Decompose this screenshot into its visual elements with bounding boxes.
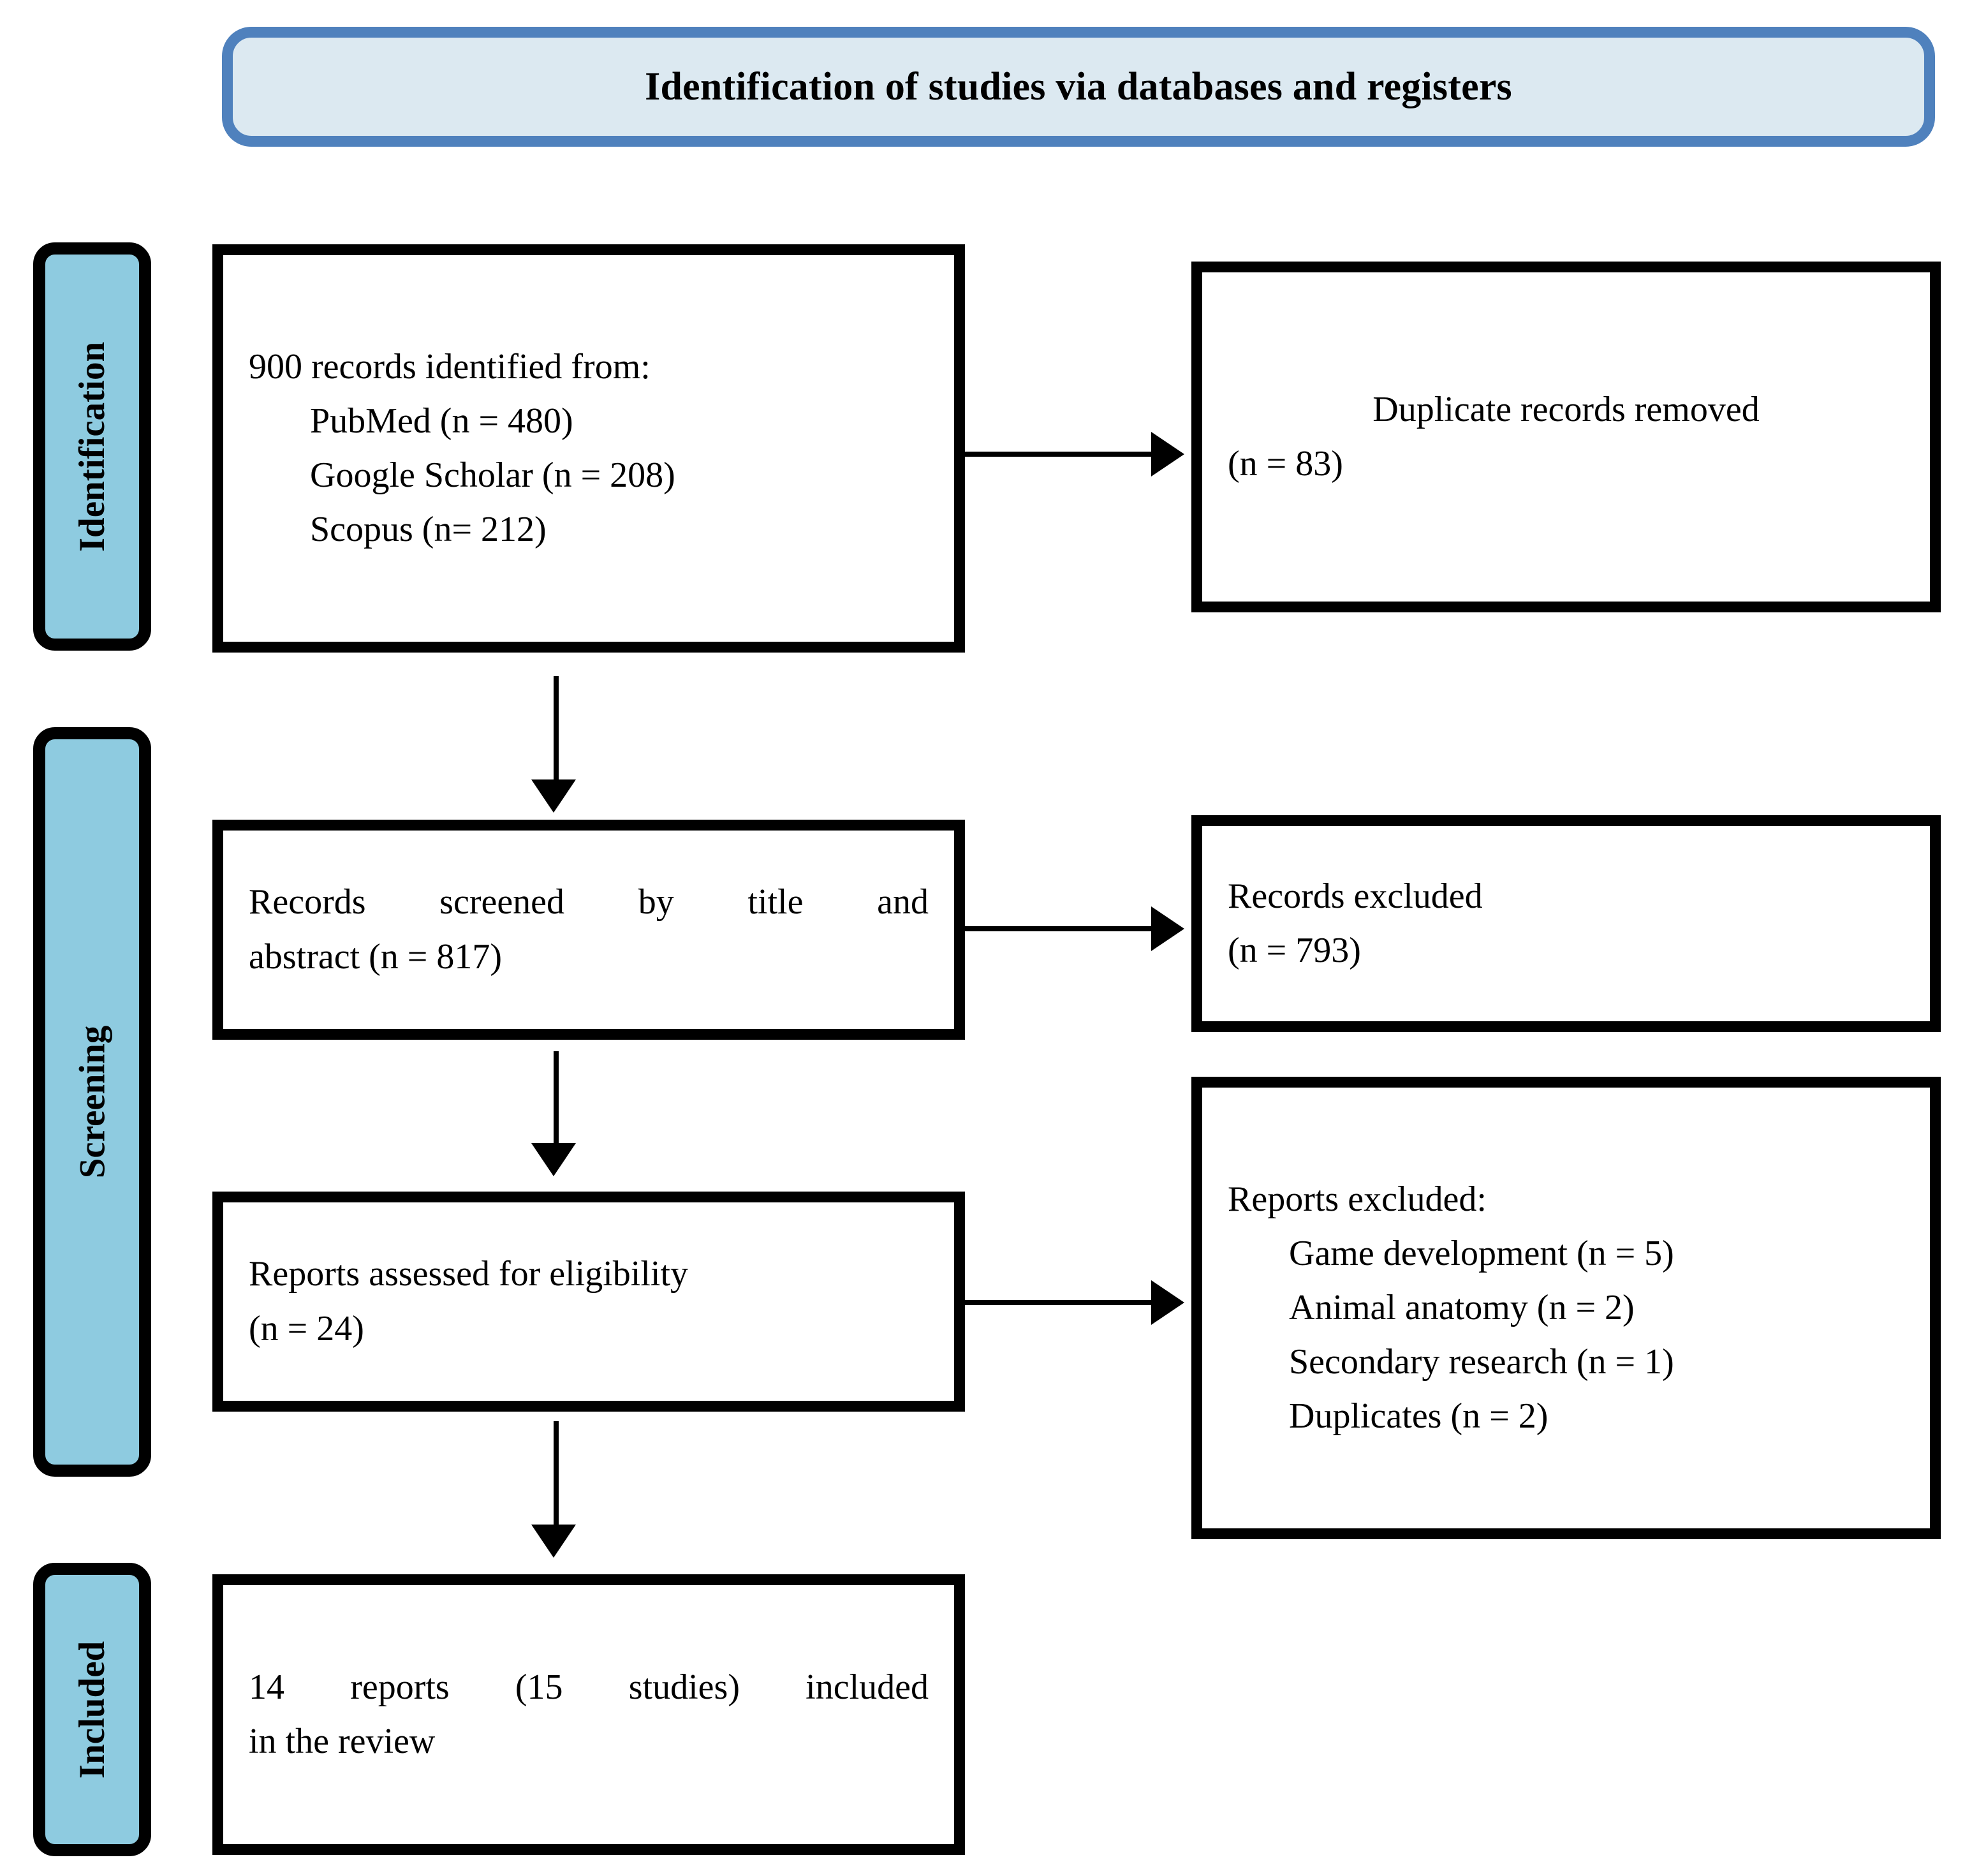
reason-animal-anatomy: Animal anatomy (n = 2) [1289,1287,1635,1327]
arrow-eligibility-to-included-head-icon [531,1525,576,1558]
screened-line1: Records screened by title and [249,882,929,922]
box-records-screened: Records screened by title and abstract (… [212,820,965,1040]
records-excluded-line1: Records excluded [1228,876,1483,916]
box-reports-excluded: Reports excluded: Game development (n = … [1191,1077,1941,1539]
box-duplicate-records-removed: Duplicate records removed (n = 83) [1191,262,1941,612]
diagram-banner: Identification of studies via databases … [222,27,1935,147]
stage-label-identification: Identification [33,242,151,651]
arrow-identified-to-screened-head-icon [531,779,576,813]
stage-label-included: Included [33,1563,151,1856]
box-records-excluded: Records excluded (n = 793) [1191,815,1941,1032]
source-pubmed: PubMed (n = 480) [310,401,573,441]
source-scopus: Scopus (n= 212) [310,510,547,550]
arrow-eligibility-to-reports-excluded-line [965,1300,1156,1305]
eligibility-line1: Reports assessed for eligibility [249,1254,689,1294]
eligibility-line2: (n = 24) [249,1308,364,1348]
included-line1: 14 reports (15 studies) included [249,1667,929,1707]
stage-label-identification-text: Identification [72,341,112,552]
source-google-scholar: Google Scholar (n = 208) [310,455,675,495]
stage-label-included-text: Included [72,1641,113,1778]
box-records-identified: 900 records identified from: PubMed (n =… [212,244,965,653]
duplicates-line1: Duplicate records removed [1372,389,1760,429]
records-excluded-line2: (n = 793) [1228,931,1361,970]
stage-label-screening: Screening [33,727,151,1477]
screened-line2: abstract (n = 817) [249,936,503,977]
arrow-identified-to-screened-line [554,676,559,785]
reason-duplicates: Duplicates (n = 2) [1289,1396,1549,1437]
reason-secondary-research: Secondary research (n = 1) [1289,1342,1674,1382]
stage-label-screening-text: Screening [72,1025,113,1179]
included-line2: in the review [249,1722,436,1761]
reports-excluded-heading: Reports excluded: [1228,1179,1487,1219]
arrow-screened-to-records-excluded-head-icon [1151,906,1184,951]
arrow-eligibility-to-reports-excluded-head-icon [1151,1280,1184,1325]
records-identified-heading: 900 records identified from: [249,346,651,387]
arrow-eligibility-to-included-line [554,1421,559,1530]
reason-game-development: Game development (n = 5) [1289,1233,1674,1273]
duplicates-line2: (n = 83) [1228,444,1343,484]
arrow-screened-to-records-excluded-line [965,926,1156,931]
arrow-identified-to-duplicates-line [965,452,1156,457]
arrow-identified-to-duplicates-head-icon [1151,432,1184,476]
arrow-screened-to-eligibility-line [554,1051,559,1148]
box-reports-assessed-eligibility: Reports assessed for eligibility (n = 24… [212,1192,965,1412]
box-reports-included: 14 reports (15 studies) included in the … [212,1574,965,1855]
arrow-screened-to-eligibility-head-icon [531,1143,576,1176]
page-title: Identification of studies via databases … [645,64,1512,108]
